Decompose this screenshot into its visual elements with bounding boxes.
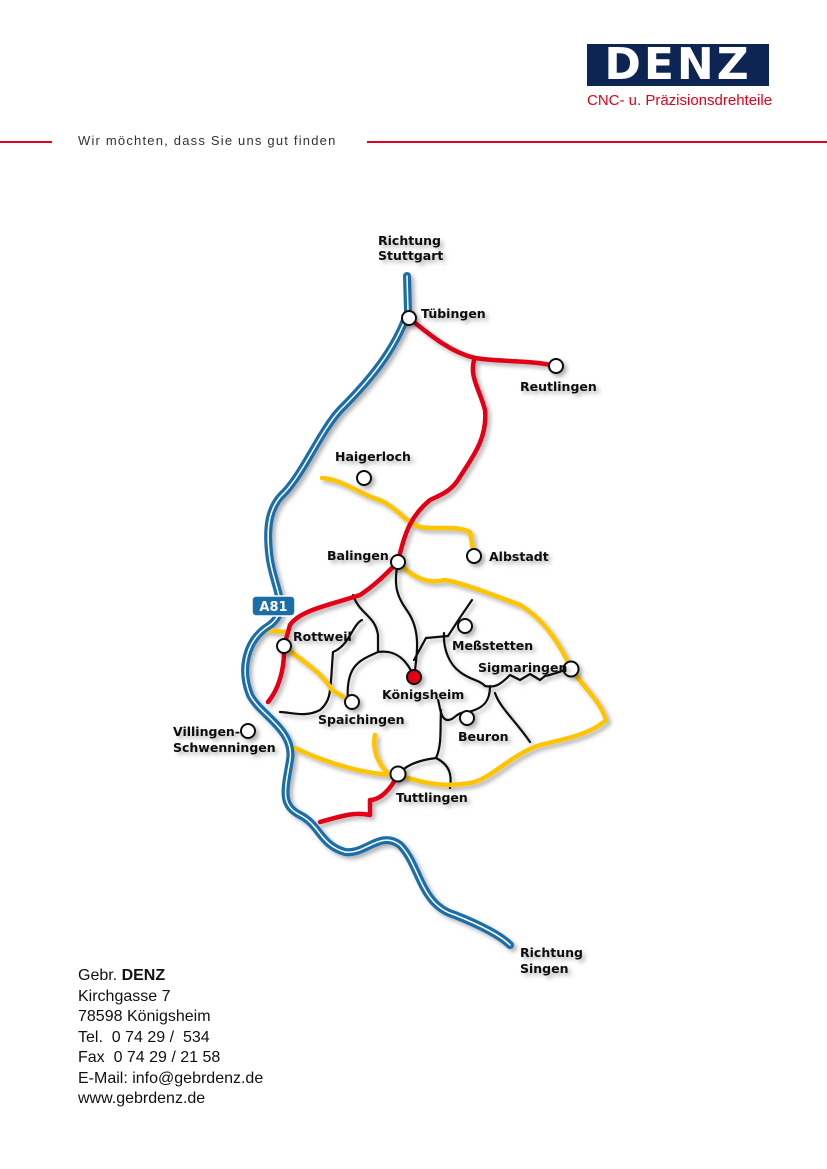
website-link[interactable]: www.gebrdenz.de — [78, 1090, 206, 1107]
label-rottweil: Rottweil — [293, 629, 352, 644]
label-direction-north-2: Stuttgart — [378, 248, 443, 263]
tagline: CNC- u. Präzisionsdrehteile — [587, 92, 773, 109]
label-villingen-2: Schwenningen — [173, 740, 276, 755]
city: 78598 Königsheim — [78, 1008, 211, 1025]
label-sigmaringen: Sigmaringen — [478, 660, 567, 675]
marker-messstetten — [457, 618, 473, 634]
street: Kirchgasse 7 — [78, 987, 171, 1005]
label-direction-south-2: Singen — [520, 961, 569, 976]
marker-haigerloch — [356, 470, 372, 486]
company-prefix: Gebr. — [78, 967, 122, 984]
address-block: Gebr. DENZ Kirchgasse 7 78598 Königsheim… — [78, 966, 263, 1110]
svg-text:A81: A81 — [259, 600, 287, 615]
company-name: DENZ — [121, 967, 166, 984]
marker-villingen — [240, 723, 256, 739]
marker-tuebingen — [401, 310, 417, 326]
label-tuebingen: Tübingen — [421, 306, 486, 321]
marker-albstadt — [466, 548, 482, 564]
highway-badge: A81 — [251, 595, 296, 617]
divider-right — [367, 141, 827, 143]
marker-sigmaringen — [562, 660, 580, 678]
label-spaichingen: Spaichingen — [318, 712, 405, 727]
divider-left — [0, 141, 52, 143]
slogan: Wir möchten, dass Sie uns gut finden — [78, 133, 337, 148]
label-direction-north-1: Richtung — [378, 233, 441, 248]
denz-logo: DENZ — [587, 43, 769, 87]
marker-rottweil — [276, 638, 292, 654]
label-reutlingen: Reutlingen — [520, 379, 597, 394]
marker-beuron — [459, 710, 475, 726]
label-villingen-1: Villingen- — [173, 724, 240, 739]
phone: Tel. 0 74 29 / 534 — [78, 1028, 210, 1046]
label-beuron: Beuron — [458, 729, 509, 744]
marker-spaichingen — [344, 694, 360, 710]
main-roads — [265, 315, 559, 825]
local-roads — [278, 560, 572, 790]
label-albstadt: Albstadt — [489, 549, 549, 564]
label-haigerloch: Haigerloch — [335, 449, 411, 464]
label-koenigsheim: Königsheim — [382, 687, 464, 702]
marker-tuttlingen — [389, 765, 407, 783]
company-line: Gebr. DENZ — [78, 966, 263, 987]
email-link[interactable]: E-Mail: info@gebrdenz.de — [78, 1069, 264, 1087]
marker-koenigsheim — [406, 669, 422, 685]
label-tuttlingen: Tuttlingen — [396, 790, 468, 805]
label-balingen: Balingen — [327, 548, 389, 563]
marker-balingen — [390, 554, 406, 570]
fax: Fax 0 74 29 / 21 58 — [78, 1049, 221, 1066]
label-messstetten: Meßstetten — [452, 638, 533, 653]
marker-reutlingen — [548, 358, 564, 374]
label-direction-south-1: Richtung — [520, 945, 583, 960]
